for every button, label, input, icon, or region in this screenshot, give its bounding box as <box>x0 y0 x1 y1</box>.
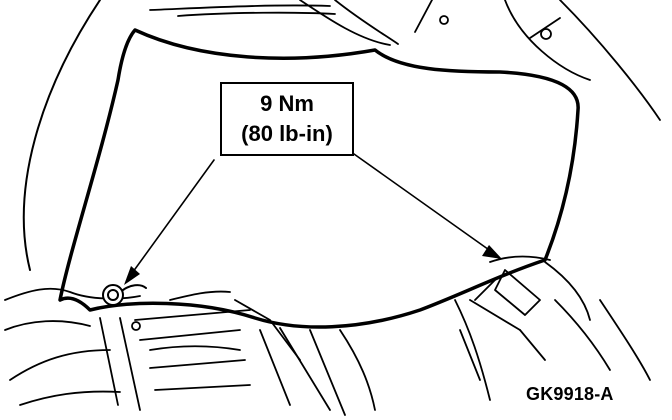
torque-nm-label: 9 Nm <box>260 91 314 116</box>
arrowhead-left <box>124 266 140 285</box>
leader-arrows <box>124 153 502 285</box>
bolt-left <box>102 284 147 306</box>
fender-outline-left <box>22 0 101 271</box>
leader-arrow-left <box>129 159 215 277</box>
arrowhead-right <box>482 245 502 259</box>
torque-lbin-label: (80 lb-in) <box>241 121 333 146</box>
figure-id-label: GK9918-A <box>526 384 614 404</box>
right-bracket-structure <box>454 255 651 401</box>
upper-background-detail <box>149 0 661 121</box>
leader-arrow-right <box>353 153 493 253</box>
splash-shield-outline <box>58 28 580 329</box>
torque-callout-box: 9 Nm (80 lb-in) <box>220 82 354 156</box>
